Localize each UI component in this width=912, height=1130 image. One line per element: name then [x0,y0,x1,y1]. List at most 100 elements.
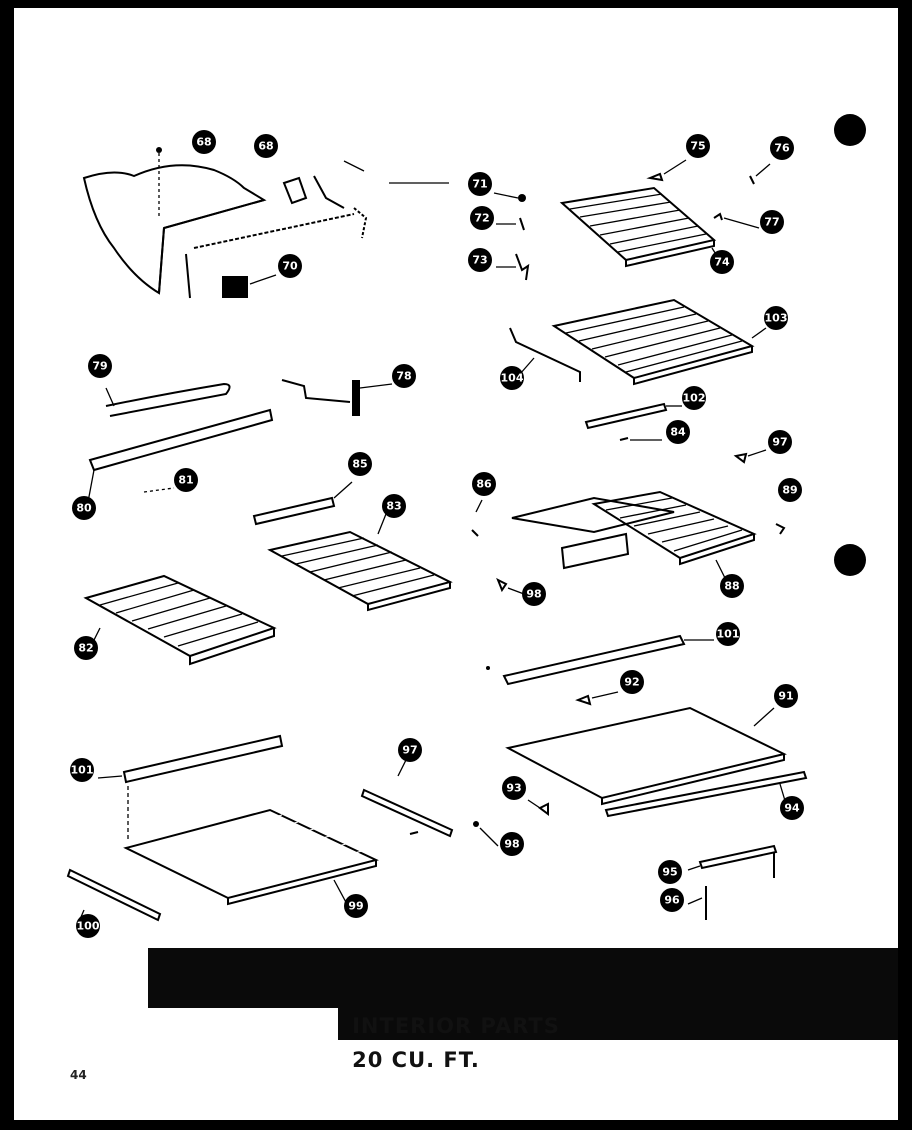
callout-103: 103 [764,306,788,330]
bracket-78 [281,379,393,416]
callout-label: 74 [714,256,730,269]
callout-79: 79 [88,354,112,378]
callout-label: 91 [778,690,793,703]
callout-81: 81 [174,468,198,492]
callout-label: 95 [662,866,677,879]
trim-101-left [97,734,284,842]
banner-notch [148,1008,338,1040]
callout-label: 101 [71,764,94,777]
callout-label: 101 [717,628,740,641]
callout-75: 75 [686,134,710,158]
shelf-99 [123,808,379,907]
callout-84: 84 [666,420,690,444]
trim-101-right [486,634,714,686]
callout-72: 72 [470,206,494,230]
callout-89: 89 [778,478,802,502]
caption-subtitle: 20 CU. FT. [352,1048,480,1072]
callout-94: 94 [780,796,804,820]
exploded-parts-diagram: 68 68 70 71 72 73 74 75 76 77 79 78 80 8… [66,114,866,938]
callout-73: 73 [468,248,492,272]
clips-84-97 [619,437,767,464]
clips-86-89-98 [471,499,786,595]
callout-98: 98 [522,582,546,606]
rail-bracket-part [185,160,368,299]
callout-95: 95 [658,860,682,884]
callout-label: 99 [348,900,363,913]
vent-grille-part [222,274,277,298]
callout-label: 79 [92,360,107,373]
callout-label: 75 [690,140,705,153]
callout-label: 76 [774,142,790,155]
callout-label: 68 [196,136,211,149]
callout-label: 96 [664,894,680,907]
shelf-83 [267,513,453,612]
callout-101-a: 101 [716,622,740,646]
binder-hole-middle [834,544,866,576]
callout-99: 99 [344,894,368,918]
callout-label: 73 [472,254,487,267]
callout-74: 74 [710,250,734,274]
callout-label: 72 [474,212,489,225]
trim-85 [252,481,353,526]
callout-98-b: 98 [500,832,524,856]
callout-label: 83 [386,500,401,513]
shelf-74 [559,186,723,268]
callout-label: 82 [78,642,93,655]
rod-104 [509,327,581,382]
callout-label: 89 [782,484,797,497]
callout-71: 71 [468,172,492,196]
callout-91: 91 [774,684,798,708]
trim-95 [687,844,778,878]
trim-97-bottom [360,759,499,847]
shelf-82 [83,574,277,666]
callout-82-a: 82 [74,636,98,660]
hardware-71-72-73 [389,182,530,281]
callout-83: 83 [382,494,406,518]
callout-label: 97 [402,744,417,757]
callout-88: 88 [720,574,744,598]
binder-hole-top [834,114,866,146]
callout-93: 93 [502,776,526,800]
callout-96: 96 [660,888,684,912]
callout-label: 104 [501,372,524,385]
callout-label: 86 [476,478,492,491]
callout-label: 100 [77,920,100,933]
callout-label: 93 [506,782,521,795]
callout-label: 84 [670,426,686,439]
callout-104: 104 [500,366,524,390]
callout-label: 77 [764,216,779,229]
callout-label: 103 [765,312,788,325]
callout-77: 77 [760,210,784,234]
clips-75-76-77 [646,159,771,229]
callout-label: 98 [526,588,541,601]
callout-76: 76 [770,136,794,160]
callout-85-a: 85 [348,452,372,476]
caption-title: INTERIOR PARTS [352,1014,560,1038]
callout-102: 102 [682,386,706,410]
callout-label: 102 [683,392,706,405]
callout-label: 98 [504,838,519,851]
callout-label: 88 [724,580,739,593]
callout-92: 92 [620,670,644,694]
callout-label: 81 [178,474,193,487]
callout-label: 94 [784,802,800,815]
callout-78: 78 [392,364,416,388]
shelf-103 [551,298,767,386]
callout-label: 85 [352,458,367,471]
callout-80: 80 [72,496,96,520]
callout-86: 86 [472,472,496,496]
glass-shelf-91 [505,706,787,806]
callout-label: 70 [282,260,298,273]
callout-68-a: 68 [192,130,216,154]
callout-101-b: 101 [70,758,94,782]
trim-102 [584,402,682,430]
clip-92 [575,691,619,706]
callout-68-b: 68 [254,134,278,158]
rail-80 [87,408,274,503]
callout-label: 97 [772,436,787,449]
cabinet-liner-part [82,147,267,295]
callout-label: 71 [472,178,487,191]
parts-sheet: 68 68 70 71 72 73 74 75 76 77 79 78 80 8… [14,8,898,1120]
screw-96 [687,886,707,920]
callout-label: 80 [76,502,92,515]
